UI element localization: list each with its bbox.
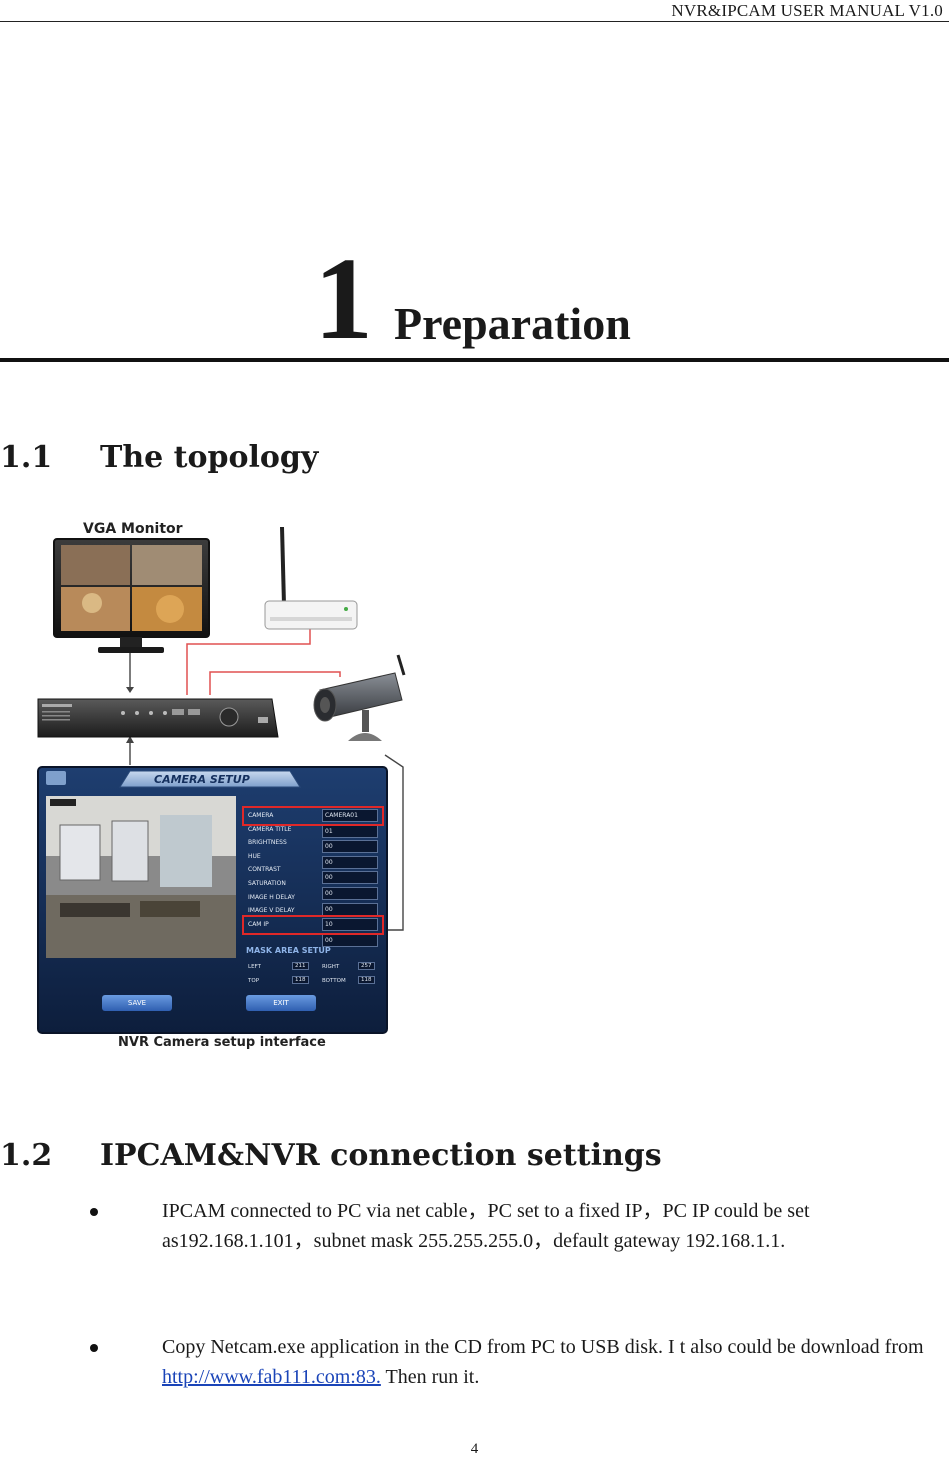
- camera-cable: [209, 671, 341, 695]
- router-cable: [186, 629, 311, 695]
- menu-value: 00: [322, 902, 378, 916]
- menu-value: 00: [322, 871, 378, 885]
- camera-highlight-box: [242, 806, 384, 826]
- menu-item: SATURATION: [248, 879, 286, 887]
- chapter-number: 1: [314, 233, 373, 364]
- download-link[interactable]: http://www.fab111.com:83.: [162, 1366, 381, 1388]
- menu-item: CAM IP: [248, 920, 269, 928]
- monitor-label: VGA Monitor: [83, 521, 183, 537]
- exit-button: EXIT: [246, 995, 316, 1011]
- mask-bottom-value: 118: [358, 976, 375, 984]
- wireless-router: [264, 526, 358, 630]
- mask-right-value: 257: [358, 962, 375, 970]
- section-number: 1.1: [0, 440, 53, 475]
- section-title: IPCAM&NVR connection settings: [100, 1138, 662, 1173]
- figure-caption: NVR Camera setup interface: [118, 1035, 326, 1050]
- chapter-title: Preparation: [394, 298, 631, 349]
- nvr-device: [37, 698, 279, 738]
- menu-value: 00: [322, 855, 378, 869]
- bullet-text-pre: Copy Netcam.exe application in the CD fr…: [162, 1336, 924, 1358]
- menu-value: 00: [322, 840, 378, 854]
- menu-value: CAMERA01: [322, 809, 378, 822]
- mask-top-label: TOP: [248, 978, 260, 984]
- bullet-ip-settings: IPCAM connected to PC via net cable，PC s…: [0, 1196, 949, 1260]
- chapter-heading: 1 Preparation: [0, 240, 949, 362]
- bullet-text-post: Then run it.: [380, 1366, 480, 1388]
- menu-item: CAMERA: [248, 812, 274, 819]
- menu-value: 10: [322, 918, 378, 932]
- topology-figure: VGA Monitor: [20, 505, 420, 1065]
- menu-value: 00: [322, 933, 378, 947]
- arrow-head: [126, 687, 134, 693]
- section-number: 1.2: [0, 1138, 53, 1173]
- mask-bottom-label: BOTTOM: [322, 978, 346, 984]
- mask-top-value: 118: [292, 976, 309, 984]
- menu-value: 00: [322, 886, 378, 900]
- ip-camera: [313, 654, 406, 741]
- camip-link-line: [380, 754, 404, 931]
- menu-labels: CAMERA CAMERA TITLE BRIGHTNESS HUE CONTR…: [248, 809, 320, 931]
- bullet-dot: [90, 1344, 98, 1352]
- section-title: The topology: [100, 440, 319, 475]
- manual-title: NVR&IPCAM USER MANUAL V1.0: [671, 1, 943, 20]
- bullet-netcam-copy: Copy Netcam.exe application in the CD fr…: [0, 1332, 949, 1396]
- menu-item: CONTRAST: [248, 866, 281, 874]
- running-header: NVR&IPCAM USER MANUAL V1.0: [0, 0, 949, 22]
- section-heading-connection: 1.2 IPCAM&NVR connection settings: [0, 1138, 800, 1178]
- menu-item: CAMERA TITLE: [248, 825, 292, 833]
- mask-right-label: RIGHT: [322, 964, 340, 970]
- arrow-head-up: [126, 736, 134, 743]
- camip-highlight-box: [242, 915, 384, 935]
- mask-left-value: 211: [292, 962, 309, 970]
- save-button: SAVE: [102, 995, 172, 1011]
- page-number: 4: [470, 1441, 479, 1457]
- section-heading-topology: 1.1 The topology: [0, 440, 600, 480]
- camera-setup-title: CAMERA SETUP: [154, 773, 250, 786]
- bullet-text: IPCAM connected to PC via net cable，PC s…: [162, 1200, 810, 1252]
- menu-item: HUE: [248, 852, 261, 860]
- mask-area-title: MASK AREA SETUP: [246, 946, 331, 955]
- menu-value: 01: [322, 824, 378, 838]
- bullet-dot: [90, 1208, 98, 1216]
- bullet-text: Copy Netcam.exe application in the CD fr…: [162, 1332, 932, 1392]
- menu-item: BRIGHTNESS: [248, 839, 287, 847]
- menu-item: IMAGE H DELAY: [248, 893, 295, 901]
- menu-item: IMAGE V DELAY: [248, 907, 295, 915]
- mask-left-label: LEFT: [248, 964, 261, 970]
- vga-monitor: [53, 538, 210, 653]
